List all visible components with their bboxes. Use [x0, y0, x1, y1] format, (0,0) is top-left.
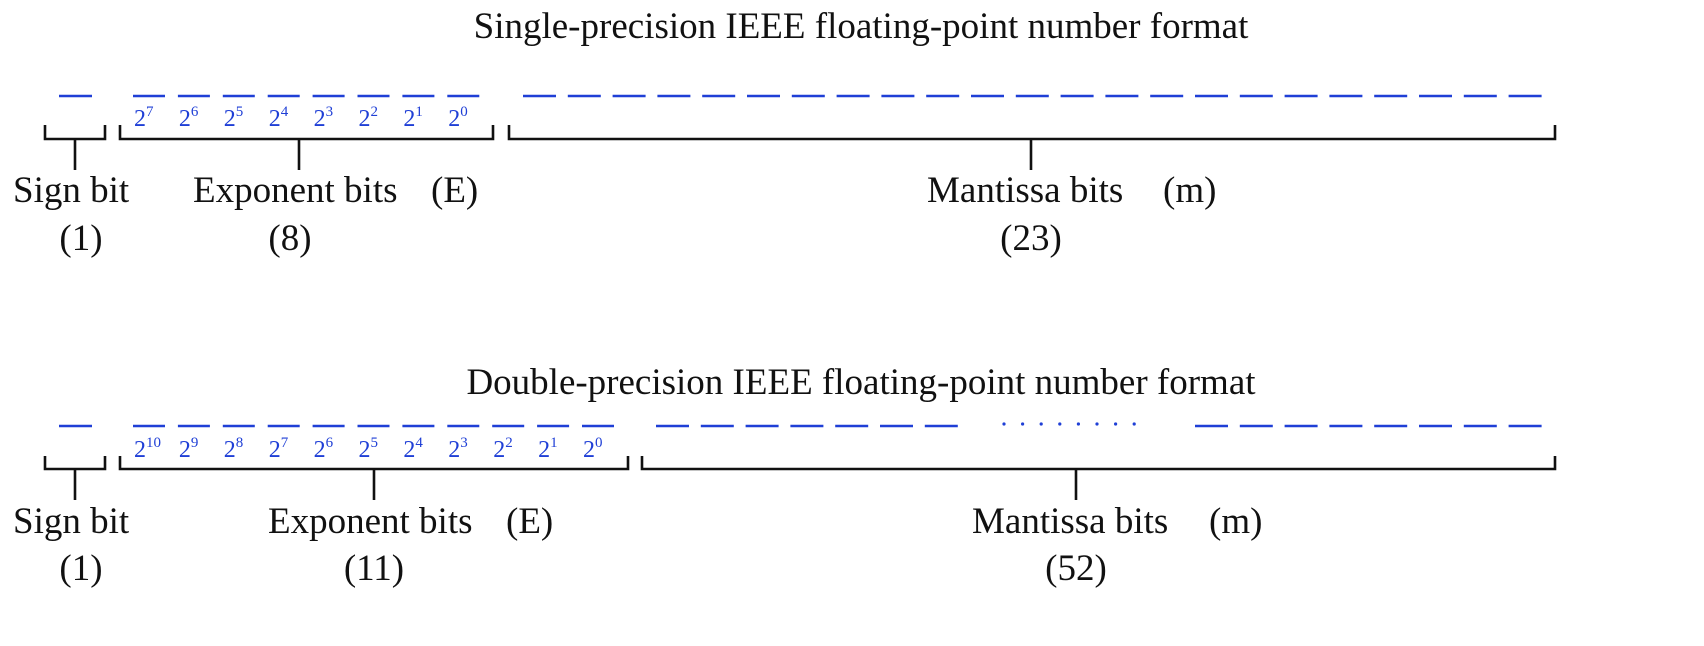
double-exponent-label: Exponent bits — [268, 501, 473, 542]
double-bit-weight-label: 23 — [448, 435, 468, 463]
double-exponent-bit-slots: 210 29 28 27 26 25 24 23 22 21 20 — [133, 424, 614, 463]
single-sign-bracket — [43, 125, 107, 170]
double-mantissa-bracket — [640, 456, 1557, 500]
double-exponent-count: (11) — [343, 548, 405, 589]
ellipsis-dot — [1002, 422, 1006, 426]
single-bit-weight-label: 25 — [224, 104, 244, 132]
single-bit-row: 27 26 25 24 23 22 21 20 — [59, 94, 1542, 132]
double-mantissa-count: (52) — [1045, 548, 1107, 589]
ellipsis-dot — [1039, 422, 1043, 426]
double-mantissa-ellipsis — [1002, 422, 1136, 426]
double-bit-weight-label: 27 — [269, 435, 289, 463]
single-bit-weight-label: 20 — [448, 104, 468, 132]
double-bit-weight-label: 21 — [538, 435, 558, 463]
single-exponent-bracket — [118, 125, 495, 170]
ellipsis-dot — [1058, 422, 1062, 426]
ellipsis-dot — [1021, 422, 1025, 426]
single-bit-weight-label: 26 — [179, 104, 199, 132]
single-precision-title: Single-precision IEEE floating-point num… — [473, 6, 1249, 47]
ellipsis-dot — [1076, 422, 1080, 426]
double-bit-weight-label: 25 — [359, 435, 379, 463]
ellipsis-dot — [1114, 422, 1118, 426]
single-bit-weight-label: 23 — [314, 104, 334, 132]
single-bit-weight-label: 21 — [403, 104, 423, 132]
double-sign-label: Sign bit — [13, 501, 130, 542]
double-bit-weight-label: 29 — [179, 435, 199, 463]
single-mantissa-symbol: (m) — [1163, 170, 1217, 211]
double-exponent-symbol: (E) — [506, 501, 554, 542]
single-bit-weight-label: 27 — [134, 104, 154, 132]
double-bit-weight-label: 20 — [583, 435, 603, 463]
double-exponent-bracket — [118, 456, 630, 500]
single-exponent-symbol: (E) — [431, 170, 479, 211]
double-bit-row: 210 29 28 27 26 25 24 23 22 21 20 — [59, 422, 1542, 463]
double-bit-weight-label: 210 — [134, 435, 161, 463]
double-bit-weight-label: 26 — [314, 435, 334, 463]
single-mantissa-label: Mantissa bits — [927, 170, 1124, 211]
ellipsis-dot — [1095, 422, 1099, 426]
single-exponent-count: (8) — [268, 218, 312, 259]
single-mantissa-bracket — [507, 125, 1557, 170]
double-sign-bracket — [43, 456, 107, 500]
single-exponent-bit-slots: 27 26 25 24 23 22 21 20 — [133, 94, 480, 132]
single-brackets — [43, 125, 1557, 170]
double-brackets — [43, 456, 1557, 500]
single-exponent-label: Exponent bits — [193, 170, 398, 211]
single-sign-label: Sign bit — [13, 170, 130, 211]
double-precision-title: Double-precision IEEE floating-point num… — [466, 362, 1256, 403]
ellipsis-dot — [1132, 422, 1136, 426]
double-bit-weight-label: 22 — [493, 435, 513, 463]
double-bit-weight-label: 28 — [224, 435, 244, 463]
single-mantissa-count: (23) — [1000, 218, 1062, 259]
double-sign-count: (1) — [59, 548, 103, 589]
double-bit-weight-label: 24 — [403, 435, 423, 463]
single-bit-weight-label: 22 — [359, 104, 379, 132]
single-sign-count: (1) — [59, 218, 103, 259]
single-bit-weight-label: 24 — [269, 104, 289, 132]
double-mantissa-label: Mantissa bits — [972, 501, 1169, 542]
double-mantissa-symbol: (m) — [1209, 501, 1263, 542]
